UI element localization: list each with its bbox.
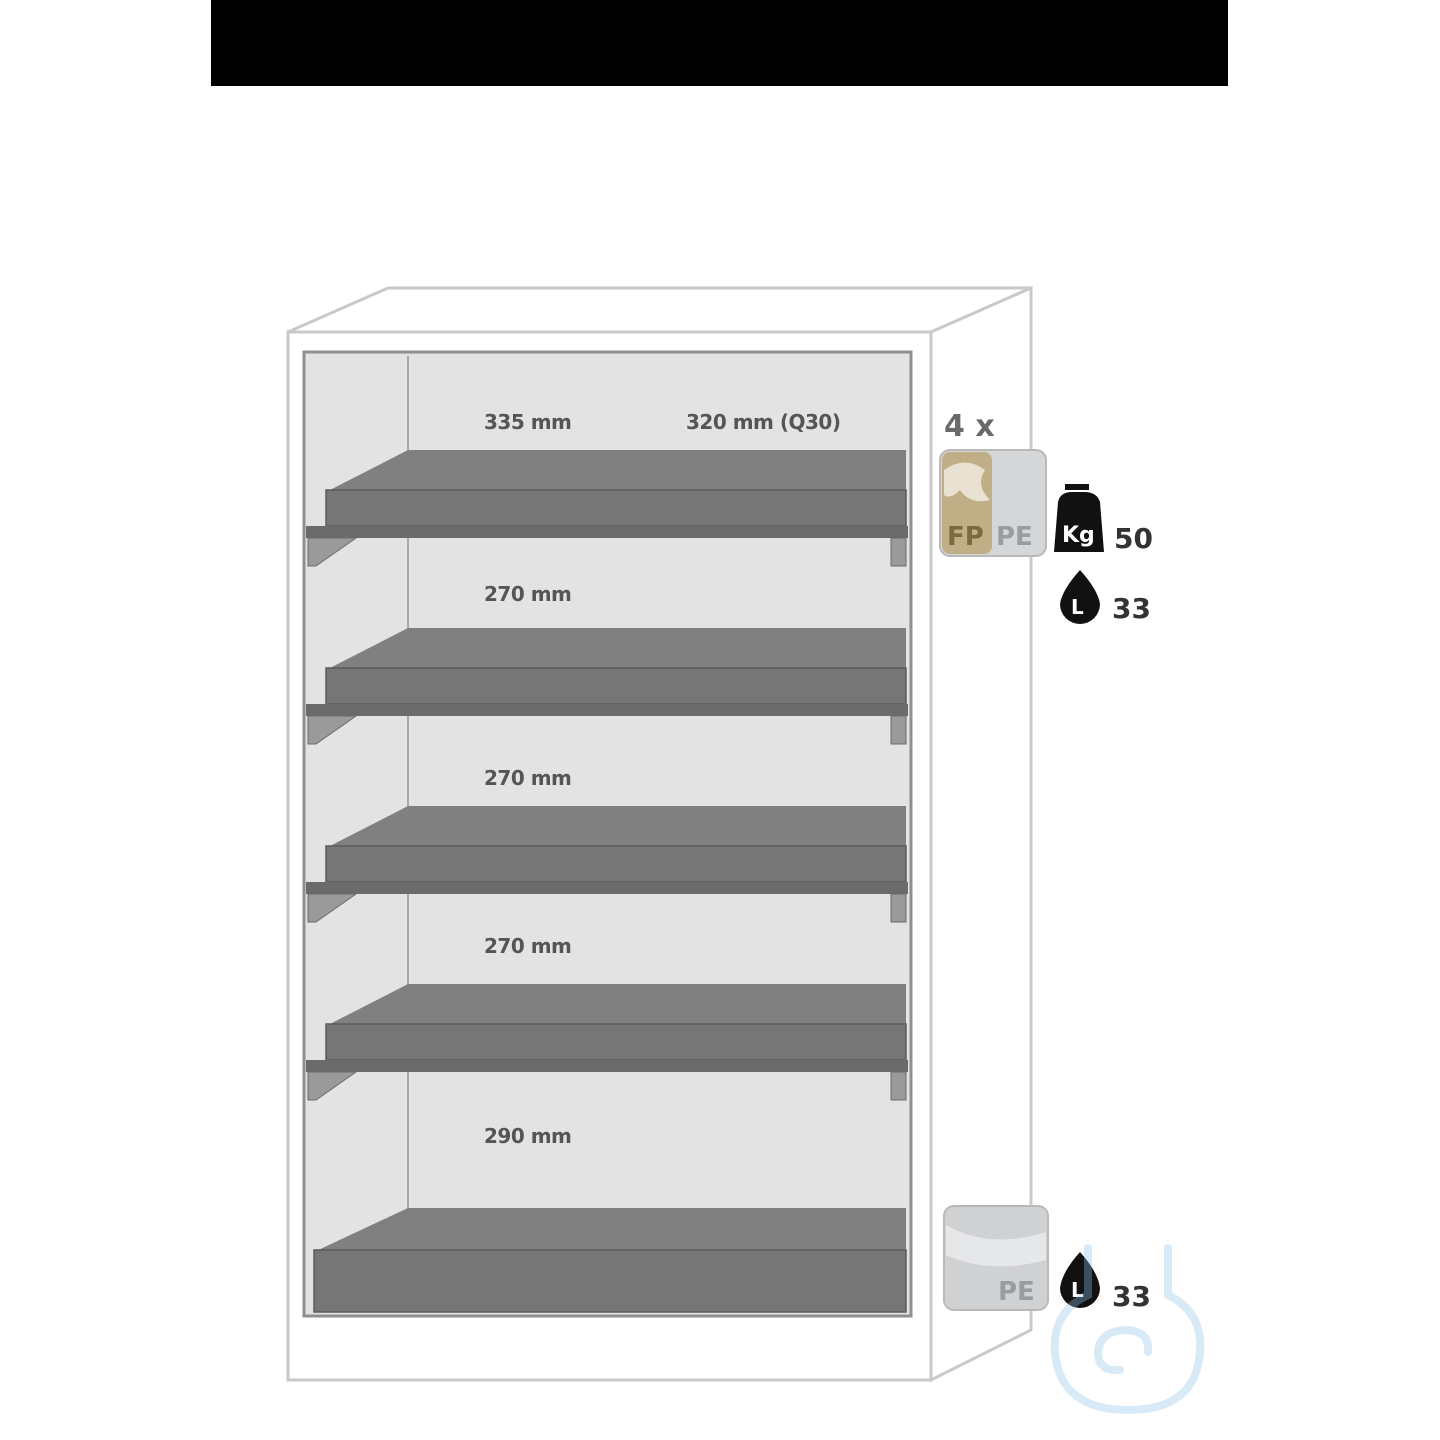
l-symbol: L xyxy=(1071,595,1084,619)
volume-spec: L 33 xyxy=(1060,570,1151,625)
shelf-back-panel xyxy=(326,628,906,670)
compartment-4-height: 270 mm xyxy=(484,934,571,958)
shelf-bracket-right xyxy=(890,893,907,923)
compartment-2-height: 270 mm xyxy=(484,582,571,606)
bottom-volume-value: 33 xyxy=(1112,1280,1151,1313)
shelf-rail xyxy=(306,526,908,538)
material-badge-pe: PE xyxy=(943,1205,1049,1311)
sump-back-panel xyxy=(314,1208,906,1252)
shelf-front-panel xyxy=(325,489,907,527)
l-symbol: L xyxy=(1071,1278,1084,1302)
shelf-front-panel xyxy=(325,845,907,883)
compartment-5-height: 290 mm xyxy=(484,1124,571,1148)
drop-icon: L xyxy=(1060,570,1100,624)
shelf-front-panel xyxy=(325,1023,907,1061)
pe-texture xyxy=(946,1225,1046,1267)
weight-icon: Kg xyxy=(1054,484,1104,552)
fp-label: FP xyxy=(947,522,984,552)
pe-label: PE xyxy=(998,1277,1035,1307)
shelf-bracket-left xyxy=(307,715,358,745)
shelf-2 xyxy=(306,628,908,745)
shelf-load-value: 50 xyxy=(1114,522,1153,555)
shelf-back-panel xyxy=(326,984,906,1026)
compartment-1-alt-height: 320 mm (Q30) xyxy=(686,410,840,434)
header-bar xyxy=(211,0,1228,86)
shelf-bracket-right xyxy=(890,537,907,567)
material-badge-fp-pe: FP PE xyxy=(939,449,1047,557)
shelf-quantity: 4 x xyxy=(944,409,995,444)
shelf-rail xyxy=(306,1060,908,1072)
watermark-logo xyxy=(1050,1244,1205,1415)
shelf-rail xyxy=(306,882,908,894)
shelf-4 xyxy=(306,984,908,1101)
weight-spec: Kg 50 xyxy=(1054,484,1153,555)
kg-symbol: Kg xyxy=(1062,523,1095,548)
shelf-front-panel xyxy=(325,667,907,705)
shelf-bracket-right xyxy=(890,715,907,745)
shelf-rail xyxy=(306,704,908,716)
compartment-3-height: 270 mm xyxy=(484,766,571,790)
cabinet-top-face xyxy=(287,286,1032,334)
shelf-bracket-left xyxy=(307,1071,358,1101)
shelf-bracket-left xyxy=(307,893,358,923)
shelf-bracket-right xyxy=(890,1071,907,1101)
drop-icon: L xyxy=(1060,1252,1100,1308)
shelf-volume-value: 33 xyxy=(1112,592,1151,625)
pe-label: PE xyxy=(996,522,1033,552)
shelf-3 xyxy=(306,806,908,923)
compartment-1-height: 335 mm xyxy=(484,410,571,434)
shelf-back-panel xyxy=(326,450,906,492)
shelf-bracket-left xyxy=(307,537,358,567)
shelf-back-panel xyxy=(326,806,906,848)
bottom-sump xyxy=(313,1208,907,1313)
shelf-1 xyxy=(306,450,908,567)
sump-front-panel xyxy=(313,1249,907,1313)
fp-texture xyxy=(944,462,990,502)
bottom-volume-spec: L 33 xyxy=(1060,1252,1151,1313)
